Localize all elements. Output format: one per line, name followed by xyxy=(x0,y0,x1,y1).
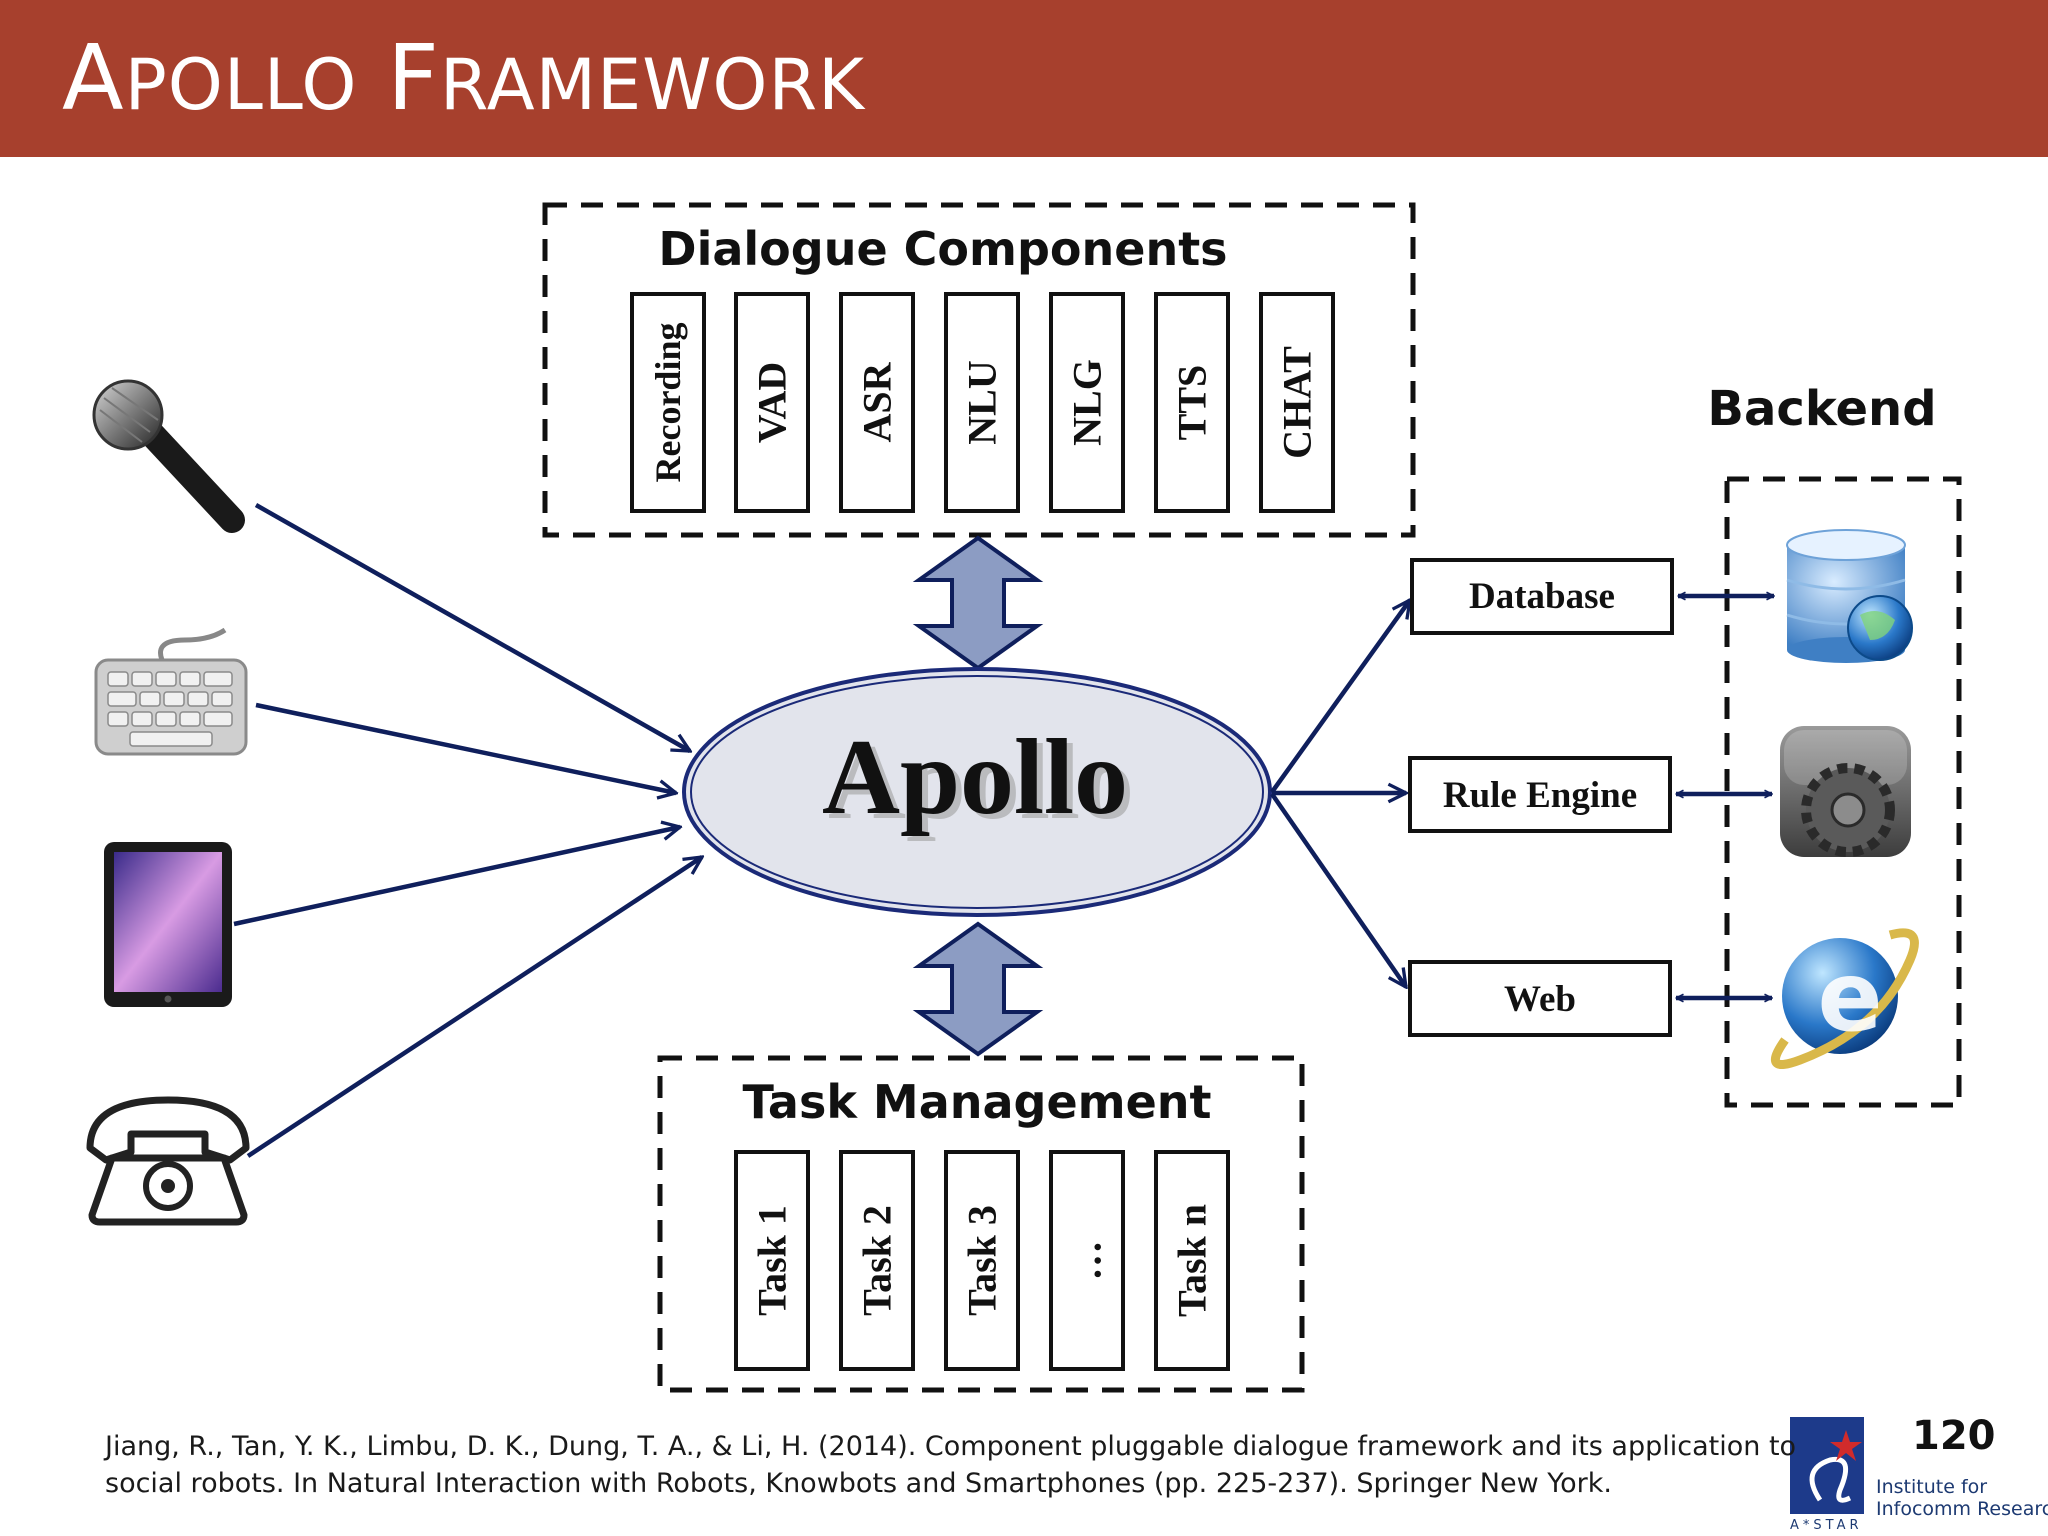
service-web: Web xyxy=(1408,960,1672,1037)
backend-links xyxy=(1676,596,1774,998)
backend-frame xyxy=(1724,476,1962,1108)
tablet-icon xyxy=(104,842,232,1007)
title-word1-rest: POLLO xyxy=(124,44,358,126)
dialogue-components-list: Recording VAD ASR NLU NLG TTS CHAT xyxy=(630,292,1335,513)
dialogue-component-box: Recording xyxy=(630,292,706,513)
dialogue-component-label: CHAT xyxy=(1275,346,1320,459)
dialogue-components-heading: Dialogue Components xyxy=(658,222,1227,276)
task-box: Task 1 xyxy=(734,1150,810,1371)
dialogue-component-box: TTS xyxy=(1154,292,1230,513)
dialogue-component-box: NLG xyxy=(1049,292,1125,513)
dialogue-component-box: NLU xyxy=(944,292,1020,513)
dialogue-component-box: ASR xyxy=(839,292,915,513)
citation-line-2: social robots. In Natural Interaction wi… xyxy=(105,1468,1613,1499)
institute-line-2: Infocomm Research xyxy=(1876,1498,2048,1520)
backend-heading: Backend xyxy=(1707,381,1936,437)
title-word1-initial: A xyxy=(62,26,125,131)
dialogue-component-label: NLG xyxy=(1065,359,1110,446)
telephone-icon xyxy=(86,1096,250,1226)
svg-text:Apollo: Apollo xyxy=(828,723,1134,842)
slide-title: APOLLO FRAMEWORK xyxy=(62,34,865,130)
title-word2-initial: F xyxy=(387,26,440,131)
task-link-double-arrow xyxy=(912,921,1044,1057)
apollo-core-label: Apollo xyxy=(822,718,1128,837)
settings-gears-icon xyxy=(1780,726,1911,857)
task-label: Task 1 xyxy=(750,1205,795,1316)
svg-text:e: e xyxy=(1817,941,1882,1053)
task-label: Task 3 xyxy=(960,1205,1005,1316)
dialogue-component-label: ASR xyxy=(855,361,900,442)
apollo-core-ellipse xyxy=(682,667,1272,917)
input-arrows xyxy=(233,503,702,1158)
dialogue-component-label: TTS xyxy=(1170,365,1215,441)
task-management-list: Task 1 Task 2 Task 3 … Task n xyxy=(734,1150,1230,1371)
keyboard-icon xyxy=(94,627,248,756)
dialogue-component-label: NLU xyxy=(960,360,1005,444)
task-box: Task 3 xyxy=(944,1150,1020,1371)
task-box: … xyxy=(1049,1150,1125,1371)
page-number: 120 xyxy=(1912,1413,1996,1459)
task-label: Task 2 xyxy=(855,1205,900,1316)
citation: Jiang, R., Tan, Y. K., Limbu, D. K., Dun… xyxy=(105,1428,1797,1502)
database-icon xyxy=(1786,529,1913,663)
internet-explorer-icon: e xyxy=(1771,928,1919,1069)
dialogue-component-label: Recording xyxy=(648,323,688,483)
task-label: Task n xyxy=(1170,1204,1215,1317)
task-box: Task n xyxy=(1154,1150,1230,1371)
microphone-icon xyxy=(92,379,245,533)
dialogue-component-label: VAD xyxy=(750,362,795,444)
dialogue-link-double-arrow xyxy=(912,535,1044,671)
output-arrows xyxy=(1270,600,1410,987)
service-rule-engine: Rule Engine xyxy=(1408,756,1672,833)
citation-line-1: Jiang, R., Tan, Y. K., Limbu, D. K., Dun… xyxy=(105,1431,1797,1462)
task-label: … xyxy=(1065,1241,1110,1281)
logo-caption: A*STAR xyxy=(1790,1518,1863,1533)
task-box: Task 2 xyxy=(839,1150,915,1371)
title-word2-rest: RAMEWORK xyxy=(439,44,866,126)
task-management-frame xyxy=(657,1055,1305,1393)
service-rule-engine-label: Rule Engine xyxy=(1443,775,1637,816)
service-database: Database xyxy=(1410,558,1674,635)
service-web-label: Web xyxy=(1504,979,1576,1020)
dialogue-component-box: CHAT xyxy=(1259,292,1335,513)
service-database-label: Database xyxy=(1469,576,1615,617)
institute-name: Institute for Infocomm Research xyxy=(1876,1476,2048,1520)
dialogue-components-frame xyxy=(542,202,1416,538)
dialogue-component-box: VAD xyxy=(734,292,810,513)
title-bar xyxy=(0,0,2048,157)
institute-line-1: Institute for xyxy=(1876,1476,1988,1498)
task-management-heading: Task Management xyxy=(742,1075,1211,1129)
astar-logo xyxy=(1790,1417,1864,1514)
